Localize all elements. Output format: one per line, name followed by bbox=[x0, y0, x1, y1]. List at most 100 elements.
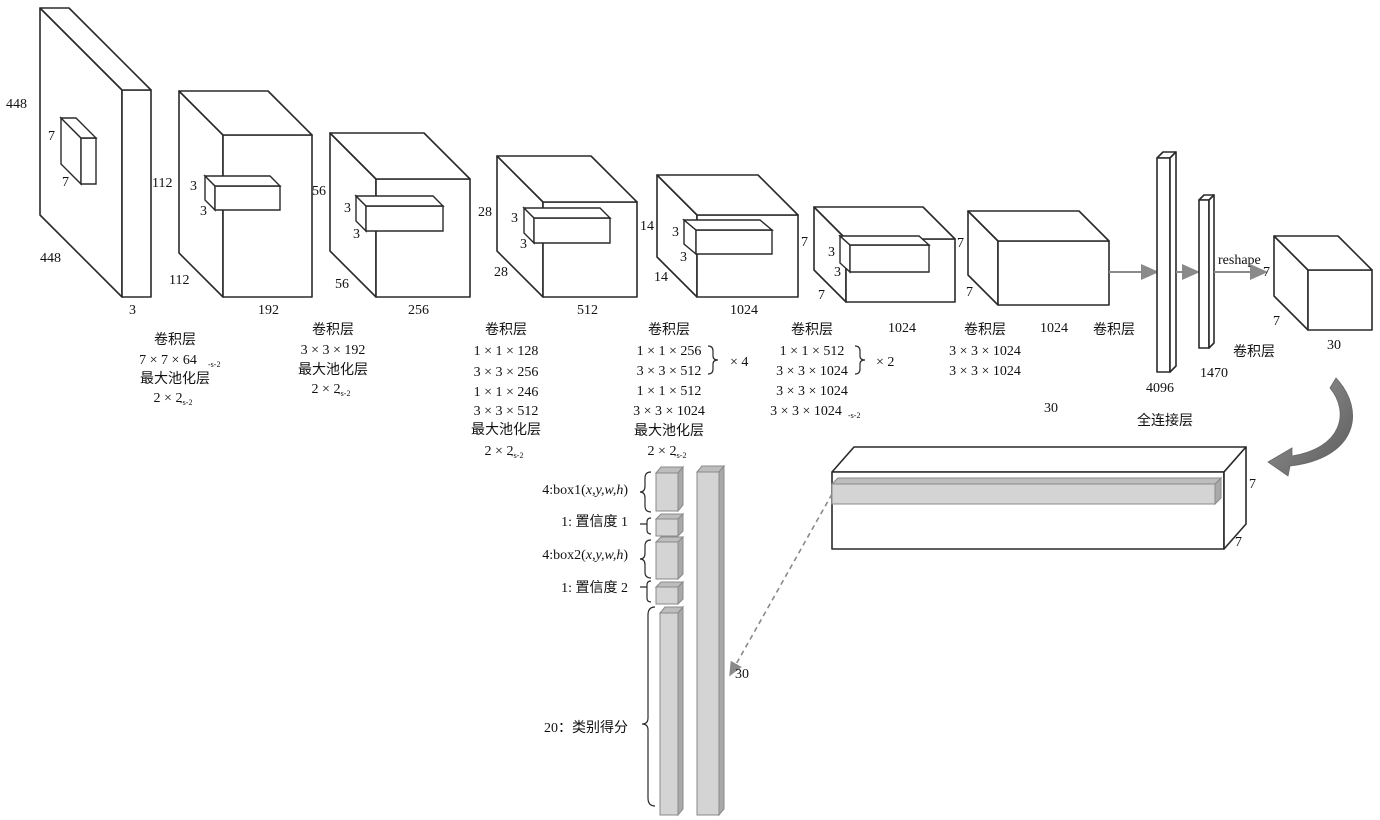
segment-class-scores bbox=[658, 605, 685, 817]
volume-7a bbox=[813, 206, 956, 303]
col5-line0: 卷积层 bbox=[791, 322, 833, 338]
curved-arrow bbox=[1267, 377, 1353, 477]
col3-line0: 卷积层 bbox=[485, 322, 527, 338]
label-col-4: 卷积层 1 × 1 × 256 3 × 3 × 512 1 × 1 × 512 … bbox=[633, 322, 748, 460]
out-conv-label: 卷积层 bbox=[1233, 344, 1275, 360]
col3-line6: 2 × 2 bbox=[485, 444, 514, 459]
b4-kernel-h: 3 bbox=[511, 211, 518, 226]
kernel-3x3-b2 bbox=[203, 174, 282, 212]
reshape-label: reshape bbox=[1218, 253, 1261, 268]
col4-line2: 3 × 3 × 512 bbox=[637, 364, 702, 379]
label-col-3: 卷积层 1 × 1 × 128 3 × 3 × 256 1 × 1 × 246 … bbox=[471, 322, 541, 460]
col5-sub: -s-2 bbox=[848, 411, 860, 420]
segment-box2 bbox=[654, 535, 685, 581]
vector-length: 30 bbox=[735, 667, 749, 682]
b6-kernel-w: 3 bbox=[834, 265, 841, 280]
brace-box1 bbox=[639, 471, 652, 513]
col2-line3: 2 × 2 bbox=[312, 382, 341, 397]
dashed-arrow bbox=[729, 493, 833, 677]
col4-sub: -s-2 bbox=[674, 451, 686, 460]
b4-height: 28 bbox=[478, 205, 492, 220]
col5-repeat: × 2 bbox=[876, 355, 894, 370]
out-h: 7 bbox=[1263, 265, 1270, 280]
b4-kernel-w: 3 bbox=[520, 237, 527, 252]
kernel-3x3-b5 bbox=[682, 218, 774, 256]
label-col-5: 卷积层 1 × 1 × 512 3 × 3 × 1024 3 × 3 × 102… bbox=[770, 322, 894, 420]
b5-kernel-w: 3 bbox=[680, 250, 687, 265]
brace-conf1 bbox=[640, 517, 652, 535]
label-col-2: 卷积层 3 × 3 × 192 最大池化层 2 × 2 -s-2 bbox=[298, 322, 368, 398]
b6-depth: 1024 bbox=[888, 321, 916, 336]
col3-line4: 3 × 3 × 512 bbox=[474, 404, 539, 419]
kernel-3x3-b6 bbox=[838, 234, 931, 274]
col4-line5: 最大池化层 bbox=[634, 423, 704, 439]
col4-line4: 3 × 3 × 1024 bbox=[633, 404, 705, 419]
b5-width: 14 bbox=[654, 270, 668, 285]
input-height: 448 bbox=[6, 97, 27, 112]
col3-sub: -s-2 bbox=[511, 451, 523, 460]
vector-30-bar bbox=[695, 464, 726, 817]
col2-sub: -s-2 bbox=[338, 389, 350, 398]
b6-height: 7 bbox=[801, 235, 808, 250]
col3-line1: 1 × 1 × 128 bbox=[474, 344, 539, 359]
repeat-brace-2 bbox=[854, 345, 866, 375]
b2-kernel-w: 3 bbox=[200, 204, 207, 219]
volume-7b bbox=[967, 210, 1110, 306]
b6-width: 7 bbox=[818, 288, 825, 303]
col5-line4: 3 × 3 × 1024 bbox=[770, 404, 842, 419]
input-width: 448 bbox=[40, 251, 61, 266]
b5-kernel-h: 3 bbox=[672, 225, 679, 240]
b2-kernel-h: 3 bbox=[190, 179, 197, 194]
label-col-1: 卷积层 7 × 7 × 64 -s-2 最大池化层 2 × 2 -s-2 bbox=[139, 332, 220, 407]
segment-conf2 bbox=[654, 580, 685, 606]
col6-line0: 卷积层 bbox=[964, 322, 1006, 338]
output-tensor-prism bbox=[830, 446, 1247, 550]
segment-label-box2: 4:box2(x,y,w,h) bbox=[542, 548, 628, 563]
b5-depth: 1024 bbox=[730, 303, 758, 318]
b3-kernel-w: 3 bbox=[353, 227, 360, 242]
kernel-3x3-b4 bbox=[522, 206, 612, 245]
segment-box1 bbox=[654, 465, 685, 513]
col6-line2: 3 × 3 × 1024 bbox=[949, 364, 1021, 379]
segment-label-conf2: 1: 置信度 2 bbox=[561, 580, 628, 596]
svg-text:4:box2(x,y,w,h): 4:box2(x,y,w,h) bbox=[542, 548, 628, 563]
input-depth: 3 bbox=[129, 303, 136, 318]
out-w: 7 bbox=[1273, 314, 1280, 329]
output-cube bbox=[1273, 235, 1373, 331]
b2-height: 112 bbox=[152, 176, 172, 191]
fc-label: 全连接层 bbox=[1137, 412, 1193, 429]
col7-label: 卷积层 bbox=[1093, 322, 1135, 338]
svg-text:4:box1(x,y,w,h): 4:box1(x,y,w,h) bbox=[542, 483, 628, 498]
col1-line3: 2 × 2 bbox=[154, 391, 183, 406]
kernel-3x3-b3 bbox=[354, 194, 445, 233]
segment-conf1 bbox=[654, 512, 685, 538]
fc1-bar bbox=[1156, 151, 1177, 373]
kernel1-h: 7 bbox=[48, 129, 55, 144]
segment-label-classes: 20：类别得分 bbox=[544, 719, 628, 736]
repeat-brace-4 bbox=[707, 345, 719, 375]
kernel-7x7 bbox=[59, 116, 98, 186]
b6-height-right: 7 bbox=[957, 236, 964, 251]
fc2-size: 1470 bbox=[1200, 366, 1228, 381]
b2-depth: 192 bbox=[258, 303, 279, 318]
volume-28 bbox=[496, 155, 638, 298]
volume-56 bbox=[329, 132, 471, 298]
col5-line2: 3 × 3 × 1024 bbox=[776, 364, 848, 379]
tensor-h: 7 bbox=[1249, 477, 1256, 492]
b3-height: 56 bbox=[312, 184, 326, 199]
b7-width: 7 bbox=[966, 285, 973, 300]
col1-sub1: -s-2 bbox=[208, 360, 220, 369]
b3-width: 56 bbox=[335, 277, 349, 292]
out-d: 30 bbox=[1327, 338, 1341, 353]
volume-112 bbox=[178, 90, 313, 298]
col5-line1: 1 × 1 × 512 bbox=[780, 344, 845, 359]
col2-line2: 最大池化层 bbox=[298, 362, 368, 378]
brace-conf2 bbox=[640, 580, 652, 603]
fc2-bar bbox=[1198, 194, 1215, 349]
col4-repeat: × 4 bbox=[730, 355, 748, 370]
col1-line0: 卷积层 bbox=[154, 332, 196, 348]
b4-depth: 512 bbox=[577, 303, 598, 318]
col4-line6: 2 × 2 bbox=[648, 444, 677, 459]
col3-line5: 最大池化层 bbox=[471, 422, 541, 438]
